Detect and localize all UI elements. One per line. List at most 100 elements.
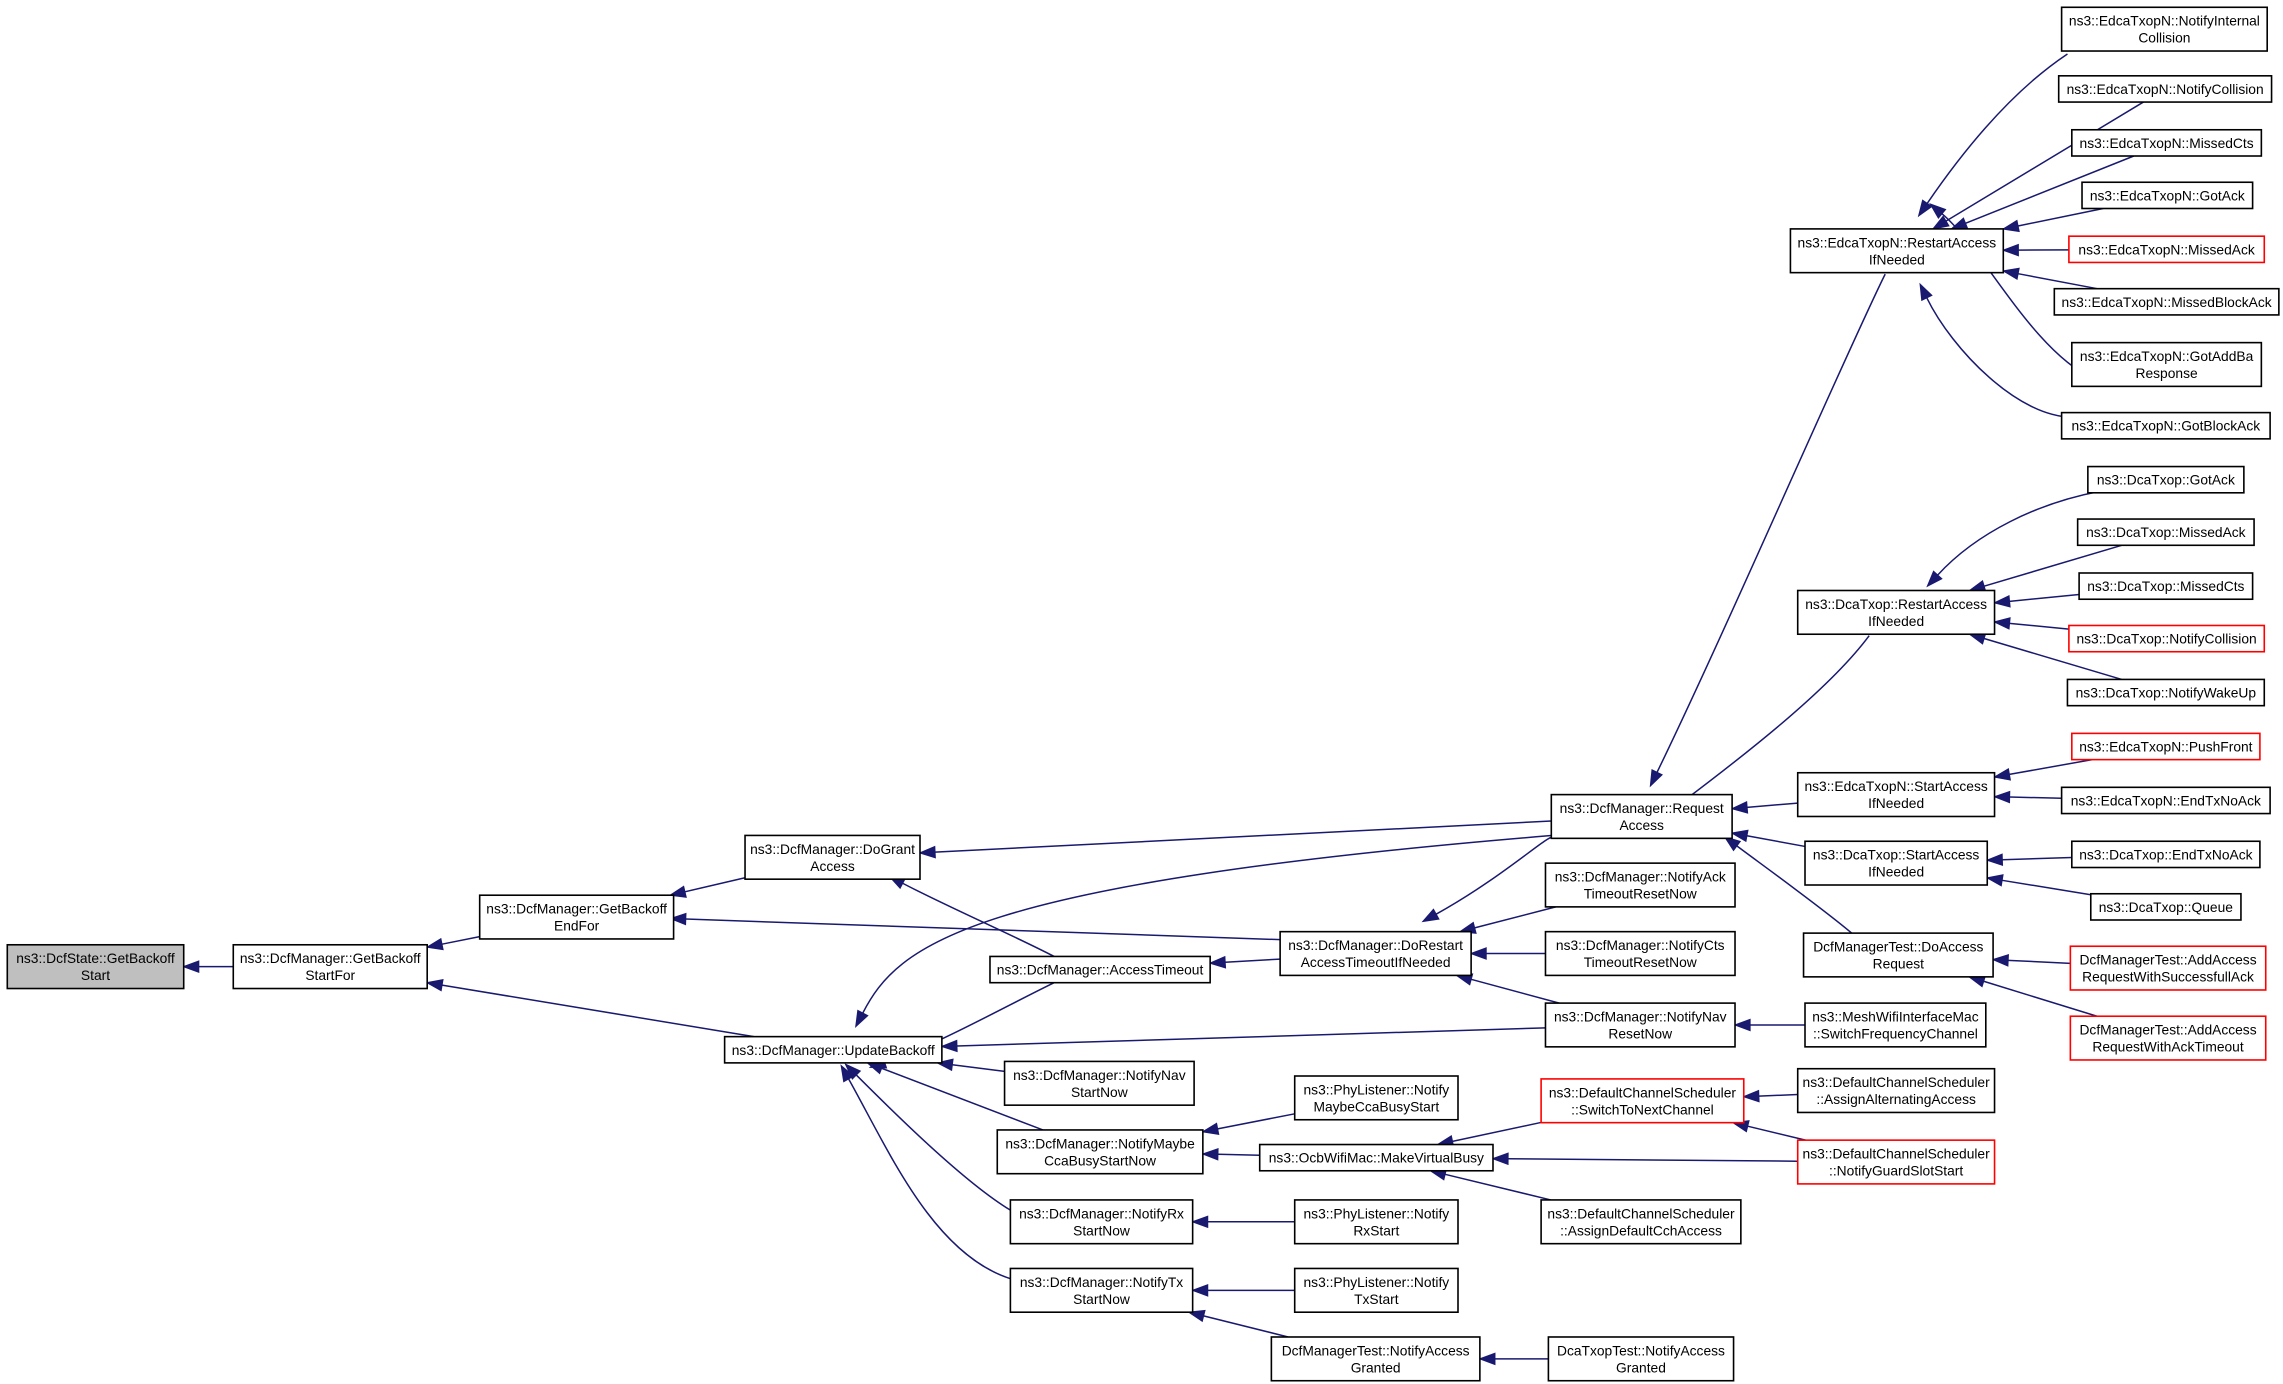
node-label-line: ns3::MeshWifiInterfaceMac <box>1812 1009 1978 1024</box>
graph-node-n24[interactable]: ns3::DefaultChannelScheduler::NotifyGuar… <box>1796 1139 1996 1185</box>
edge-n7-to-n3 <box>855 834 1553 1028</box>
edge-line <box>441 935 480 945</box>
graph-node-n25[interactable]: ns3::MeshWifiInterfaceMac::SwitchFrequen… <box>1804 1002 1987 1048</box>
edge-line <box>1758 1093 1798 1097</box>
arrowhead-icon <box>2001 267 2020 281</box>
node-label-line: ns3::EdcaTxopN::PushFront <box>2079 739 2252 754</box>
node-box <box>1796 1139 1996 1185</box>
graph-node-n32[interactable]: ns3::EdcaTxopN::NotifyCollision <box>2057 75 2273 103</box>
graph-node-n36[interactable]: ns3::EdcaTxopN::MissedBlockAck <box>2053 287 2280 316</box>
graph-node-n16[interactable]: ns3::OcbWifiMac::MakeVirtualBusy <box>1258 1143 1494 1172</box>
node-label-line: DcfManagerTest::DoAccess <box>1813 939 1983 954</box>
node-label-line: DcaTxopTest::NotifyAccess <box>1557 1343 1725 1358</box>
node-box <box>996 1129 1204 1175</box>
node-box <box>232 943 428 990</box>
graph-node-n46[interactable]: ns3::DcaTxop::EndTxNoAck <box>2071 840 2261 869</box>
edge-n8-to-n6 <box>1458 906 1556 934</box>
graph-node-n8[interactable]: ns3::DcfManager::NotifyAckTimeoutResetNo… <box>1544 862 1736 908</box>
edge-n18-to-n14 <box>1190 1283 1295 1297</box>
graph-node-n48[interactable]: DcfManagerTest::AddAccessRequestWithSucc… <box>2069 945 2267 991</box>
graph-node-n47[interactable]: ns3::DcaTxop::Queue <box>2089 892 2242 921</box>
graph-node-n3[interactable]: ns3::DcfManager::UpdateBackoff <box>723 1035 943 1064</box>
graph-node-n34[interactable]: ns3::EdcaTxopN::GotAck <box>2081 181 2254 210</box>
node-label-line: Access <box>810 859 855 874</box>
node-box <box>1540 1199 1742 1245</box>
node-label-line: ns3::EdcaTxopN::RestartAccess <box>1798 235 1997 250</box>
node-label-line: StartNow <box>1073 1223 1130 1238</box>
node-label-line: ::SwitchFrequencyChannel <box>1813 1026 1978 1041</box>
arrowhead-icon <box>940 1039 958 1053</box>
node-label-line: ns3::EdcaTxopN::StartAccess <box>1804 779 1987 794</box>
edge-n34-to-n26 <box>2001 207 2104 233</box>
node-label-line: ns3::EdcaTxopN::NotifyCollision <box>2067 82 2264 97</box>
edge-line <box>952 1064 1005 1073</box>
graph-node-n49[interactable]: DcfManagerTest::AddAccessRequestWithAckT… <box>2069 1015 2267 1061</box>
graph-node-n21[interactable]: ns3::DefaultChannelScheduler::SwitchToNe… <box>1540 1078 1745 1124</box>
graph-node-n5[interactable]: ns3::DcfManager::AccessTimeout <box>989 955 1211 984</box>
graph-node-n12[interactable]: ns3::DcfManager::NotifyMaybeCcaBusyStart… <box>996 1129 1204 1175</box>
graph-node-n40[interactable]: ns3::DcaTxop::MissedAck <box>2076 518 2255 547</box>
edge-n20-to-n19 <box>1478 1352 1549 1366</box>
graph-node-n6[interactable]: ns3::DcfManager::DoRestartAccessTimeoutI… <box>1279 930 1472 977</box>
graph-node-n22[interactable]: ns3::DefaultChannelScheduler::AssignDefa… <box>1540 1199 1742 1245</box>
node-label-line: ns3::DcfManager::NotifyTx <box>1020 1275 1183 1290</box>
edge-n2-to-n1 <box>425 935 480 951</box>
graph-node-n43[interactable]: ns3::DcaTxop::NotifyWakeUp <box>2066 678 2266 707</box>
node-box <box>1258 1143 1494 1172</box>
edge-line <box>956 1027 1546 1047</box>
arrowhead-icon <box>1478 1352 1496 1366</box>
node-label-line: MaybeCcaBusyStart <box>1313 1099 1439 1114</box>
graph-node-n44[interactable]: ns3::EdcaTxopN::PushFront <box>2071 732 2261 761</box>
graph-node-n23[interactable]: ns3::DefaultChannelScheduler::AssignAlte… <box>1796 1067 1996 1114</box>
node-label-line: ns3::DcfManager::Request <box>1560 801 1724 816</box>
graph-node-n39[interactable]: ns3::DcaTxop::GotAck <box>2087 465 2245 494</box>
edge-n4-to-n2 <box>668 877 746 898</box>
edge-line <box>1203 1315 1289 1338</box>
node-label-line: ns3::DefaultChannelScheduler <box>1547 1206 1735 1221</box>
graph-node-n42[interactable]: ns3::DcaTxop::NotifyCollision <box>2068 624 2266 653</box>
edge-line <box>1474 906 1556 929</box>
arrowhead-icon <box>1190 1283 1209 1297</box>
graph-node-n15[interactable]: ns3::PhyListener::NotifyMaybeCcaBusyStar… <box>1293 1075 1459 1121</box>
edge-n47-to-n29 <box>1985 874 2091 896</box>
arrowhead-icon <box>1919 282 1933 302</box>
node-layer: ns3::DcfState::GetBackoffStartns3::DcfMa… <box>6 6 2280 1382</box>
node-label-line: Collision <box>2138 31 2190 46</box>
node-label-line: ns3::DcfManager::NotifyMaybe <box>1005 1136 1195 1151</box>
graph-node-n9[interactable]: ns3::DcfManager::NotifyCtsTimeoutResetNo… <box>1544 930 1736 977</box>
edge-n10-to-n6 <box>1454 973 1560 1004</box>
arrowhead-icon <box>1469 947 1487 960</box>
graph-node-n33[interactable]: ns3::EdcaTxopN::MissedCts <box>2071 128 2263 157</box>
arrowhead-icon <box>1931 215 1950 230</box>
graph-node-n38[interactable]: ns3::EdcaTxopN::GotBlockAck <box>2060 411 2271 440</box>
arrowhead-icon <box>1917 199 1933 218</box>
node-label-line: ::SwitchToNextChannel <box>1571 1102 1714 1117</box>
graph-node-n41[interactable]: ns3::DcaTxop::MissedCts <box>2078 572 2254 601</box>
node-box <box>1789 228 2005 274</box>
node-label-line: ::NotifyGuardSlotStart <box>1829 1164 1963 1179</box>
edge-n24-to-n21 <box>1731 1120 1806 1141</box>
graph-node-n35[interactable]: ns3::EdcaTxopN::MissedAck <box>2068 235 2266 264</box>
node-label-line: DcfManagerTest::AddAccess <box>2079 953 2256 968</box>
graph-node-n45[interactable]: ns3::EdcaTxopN::EndTxNoAck <box>2060 786 2271 815</box>
node-box <box>1796 771 1996 818</box>
